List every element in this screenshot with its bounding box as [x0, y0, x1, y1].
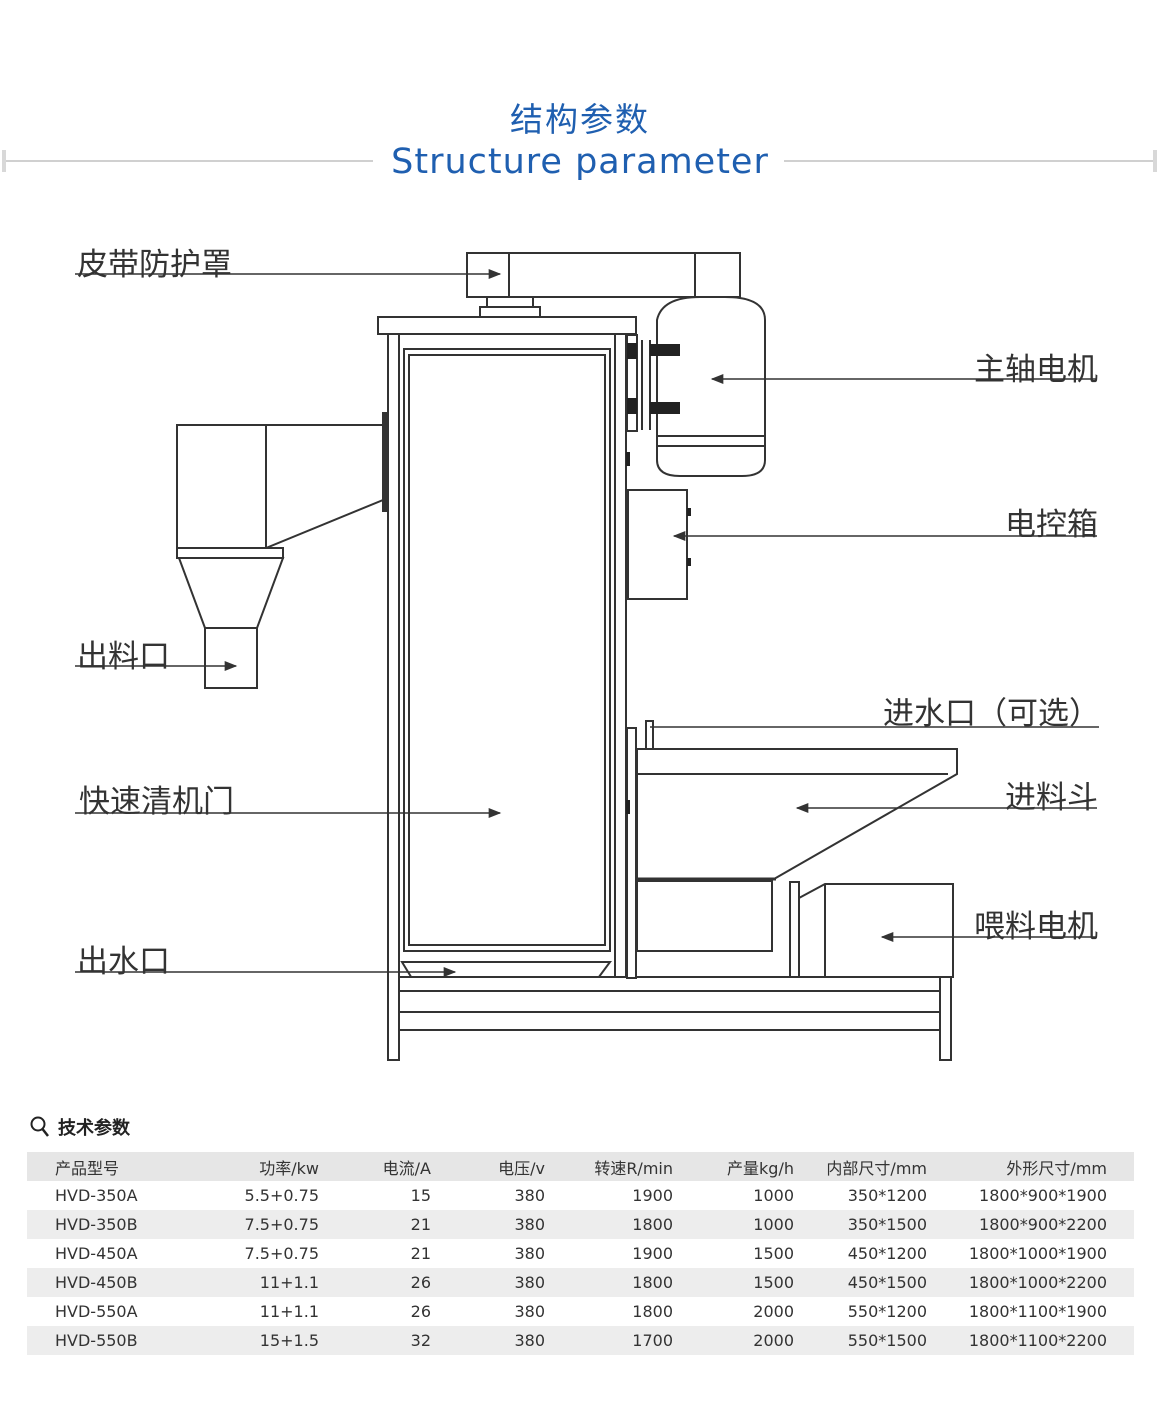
table-cell: 21: [410, 1244, 431, 1263]
table-row: HVD-550A 11+1.1 26 380 1800 2000 550*120…: [27, 1297, 1134, 1326]
table-cell: 2000: [753, 1331, 794, 1350]
table-cell: 380: [514, 1215, 545, 1234]
specs-title: 技术参数: [58, 1118, 130, 1139]
table-cell: 380: [514, 1331, 545, 1350]
hopper: [636, 748, 958, 880]
table-cell: 350*1500: [847, 1215, 927, 1234]
col-header: 产品型号: [55, 1158, 120, 1178]
label-belt-guard: 皮带防护罩: [77, 247, 232, 283]
specs-section-title: 技术参数: [30, 1114, 130, 1140]
label-water-inlet: 进水口（可选）: [883, 696, 1100, 732]
table-cell: 26: [410, 1273, 431, 1292]
table-row: HVD-450B 11+1.1 26 380 1800 1500 450*150…: [27, 1268, 1134, 1297]
table-cell: 1800*900*2200: [979, 1215, 1107, 1234]
table-cell: 1800: [632, 1302, 673, 1321]
table-cell: 1500: [753, 1273, 794, 1292]
table-cell: 15: [410, 1186, 431, 1205]
col-header: 外形尺寸/mm: [1006, 1158, 1107, 1178]
main-motor: [656, 296, 766, 437]
spec-table: 产品型号 功率/kw 电流/A 电压/v 转速R/min 产量kg/h 内部尺寸…: [27, 1152, 1134, 1355]
table-cell: 15+1.5: [259, 1331, 319, 1350]
table-cell: HVD-350B: [55, 1215, 138, 1234]
title-english: Structure parameter: [391, 142, 769, 182]
col-header: 功率/kw: [259, 1158, 319, 1178]
table-cell: 1700: [632, 1331, 673, 1350]
table-cell: 1800: [632, 1215, 673, 1234]
label-water-outlet: 出水口: [77, 944, 170, 980]
label-hopper: 进料斗: [1005, 780, 1098, 816]
table-cell: 21: [410, 1215, 431, 1234]
table-cell: 26: [410, 1302, 431, 1321]
label-control-box: 电控箱: [1005, 507, 1098, 543]
table-cell: 1900: [632, 1244, 673, 1263]
water-inlet-pipe: [645, 720, 654, 750]
table-cell: 1000: [753, 1186, 794, 1205]
spec-table-header: 产品型号 功率/kw 电流/A 电压/v 转速R/min 产量kg/h 内部尺寸…: [27, 1152, 1134, 1181]
table-cell: HVD-450B: [55, 1273, 138, 1292]
table-row: HVD-550B 15+1.5 32 380 1700 2000 550*150…: [27, 1326, 1134, 1355]
table-cell: 1800*1000*2200: [968, 1273, 1107, 1292]
label-feed-motor: 喂料电机: [974, 909, 1098, 945]
discharge-port: [204, 627, 258, 689]
table-cell: HVD-350A: [55, 1186, 138, 1205]
table-cell: 380: [514, 1273, 545, 1292]
table-cell: 7.5+0.75: [244, 1215, 319, 1234]
table-cell: 1800*1000*1900: [968, 1244, 1107, 1263]
table-cell: 550*1500: [847, 1331, 927, 1350]
col-header: 产量kg/h: [727, 1158, 794, 1178]
table-cell: 11+1.1: [259, 1273, 319, 1292]
table-cell: 380: [514, 1302, 545, 1321]
table-cell: 550*1200: [847, 1302, 927, 1321]
table-cell: 380: [514, 1244, 545, 1263]
table-cell: 5.5+0.75: [244, 1186, 319, 1205]
table-row: HVD-350B 7.5+0.75 21 380 1800 1000 350*1…: [27, 1210, 1134, 1239]
title-chinese: 结构参数: [510, 100, 650, 139]
table-cell: 1900: [632, 1186, 673, 1205]
table-cell: 32: [410, 1331, 431, 1350]
table-row: HVD-450A 7.5+0.75 21 380 1900 1500 450*1…: [27, 1239, 1134, 1268]
table-cell: 450*1500: [847, 1273, 927, 1292]
col-header: 转速R/min: [594, 1158, 673, 1178]
table-cell: HVD-450A: [55, 1244, 138, 1263]
table-cell: 1800*1100*2200: [968, 1331, 1107, 1350]
label-quick-clean-door: 快速清机门: [79, 784, 234, 820]
magnifier-icon: [30, 1116, 49, 1137]
table-cell: HVD-550B: [55, 1331, 138, 1350]
table-cell: 1800*1100*1900: [968, 1302, 1107, 1321]
belt-guard: [466, 252, 741, 298]
table-cell: 2000: [753, 1302, 794, 1321]
control-box: [627, 489, 688, 600]
table-cell: 1500: [753, 1244, 794, 1263]
table-cell: HVD-550A: [55, 1302, 138, 1321]
feed-motor: [798, 883, 954, 978]
col-header: 电压/v: [498, 1158, 545, 1178]
table-cell: 1800*900*1900: [979, 1186, 1107, 1205]
label-discharge-port: 出料口: [77, 639, 170, 675]
col-header: 内部尺寸/mm: [826, 1158, 927, 1178]
machine-diagram: [2, 150, 1157, 1061]
table-cell: 1800: [632, 1273, 673, 1292]
table-cell: 7.5+0.75: [244, 1244, 319, 1263]
table-cell: 450*1200: [847, 1244, 927, 1263]
table-row: HVD-350A 5.5+0.75 15 380 1900 1000 350*1…: [27, 1181, 1134, 1210]
table-cell: 380: [514, 1186, 545, 1205]
label-main-motor: 主轴电机: [974, 352, 1098, 388]
table-cell: 1000: [753, 1215, 794, 1234]
table-cell: 350*1200: [847, 1186, 927, 1205]
col-header: 电流/A: [382, 1158, 431, 1178]
table-cell: 11+1.1: [259, 1302, 319, 1321]
